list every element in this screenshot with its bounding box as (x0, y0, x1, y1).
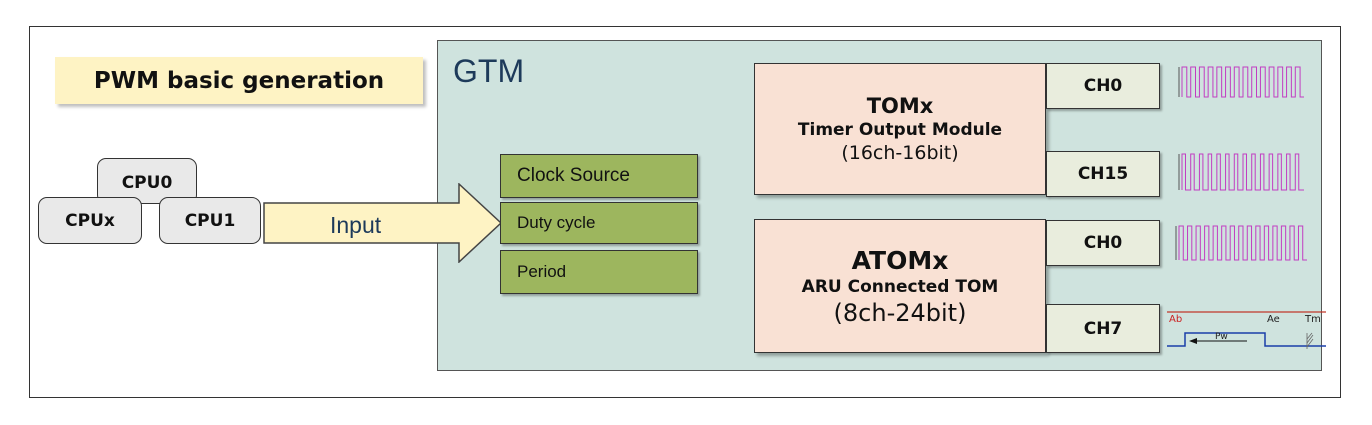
diagram-title: PWM basic generation (55, 57, 423, 104)
cpu1-box: CPU1 (159, 197, 261, 244)
atom-channel-ch7: CH7 (1046, 304, 1160, 353)
timing-label-pw: Pw (1215, 332, 1228, 342)
timing-pw-arrowhead (1189, 338, 1197, 344)
pwm-waveform-atom-ch0 (1175, 225, 1307, 261)
tom-module: TOMx Timer Output Module (16ch-16bit) (754, 63, 1046, 195)
param-clock-source: Clock Source (500, 154, 698, 198)
pwm-timing-diagram: Ab Ae Tm Pw (1167, 311, 1326, 349)
cpux-box: CPUx (38, 197, 142, 244)
tom-channel-ch15: CH15 (1046, 151, 1160, 197)
pwm-waveform-tom-ch0 (1178, 66, 1304, 98)
atom-channel-ch0: CH0 (1046, 220, 1160, 266)
gtm-label: GTM (453, 53, 525, 89)
input-arrow (263, 183, 503, 263)
param-duty-cycle: Duty cycle (500, 202, 698, 244)
pwm-pulse-train (1178, 225, 1307, 261)
atom-subtitle: ARU Connected TOM (801, 276, 999, 297)
timing-label-ab: Ab (1169, 314, 1182, 325)
param-period: Period (500, 250, 698, 294)
timing-label-ae: Ae (1267, 314, 1280, 325)
tom-name: TOMx (866, 94, 934, 118)
cpu0-box: CPU0 (97, 158, 197, 204)
atom-module: ATOMx ARU Connected TOM (8ch-24bit) (754, 219, 1046, 353)
atom-spec: (8ch-24bit) (833, 298, 967, 327)
pwm-waveform-tom-ch15 (1178, 153, 1304, 191)
timing-signal-line (1167, 332, 1326, 347)
timing-label-tm: Tm (1304, 314, 1321, 325)
pwm-pulse-train (1181, 66, 1304, 98)
tom-channel-ch0: CH0 (1046, 63, 1160, 109)
pwm-pulse-train (1181, 153, 1304, 191)
timing-hatch (1306, 332, 1314, 349)
input-label: Input (330, 212, 382, 238)
tom-subtitle: Timer Output Module (797, 120, 1003, 140)
tom-spec: (16ch-16bit) (841, 142, 959, 164)
atom-name: ATOMx (851, 245, 949, 275)
